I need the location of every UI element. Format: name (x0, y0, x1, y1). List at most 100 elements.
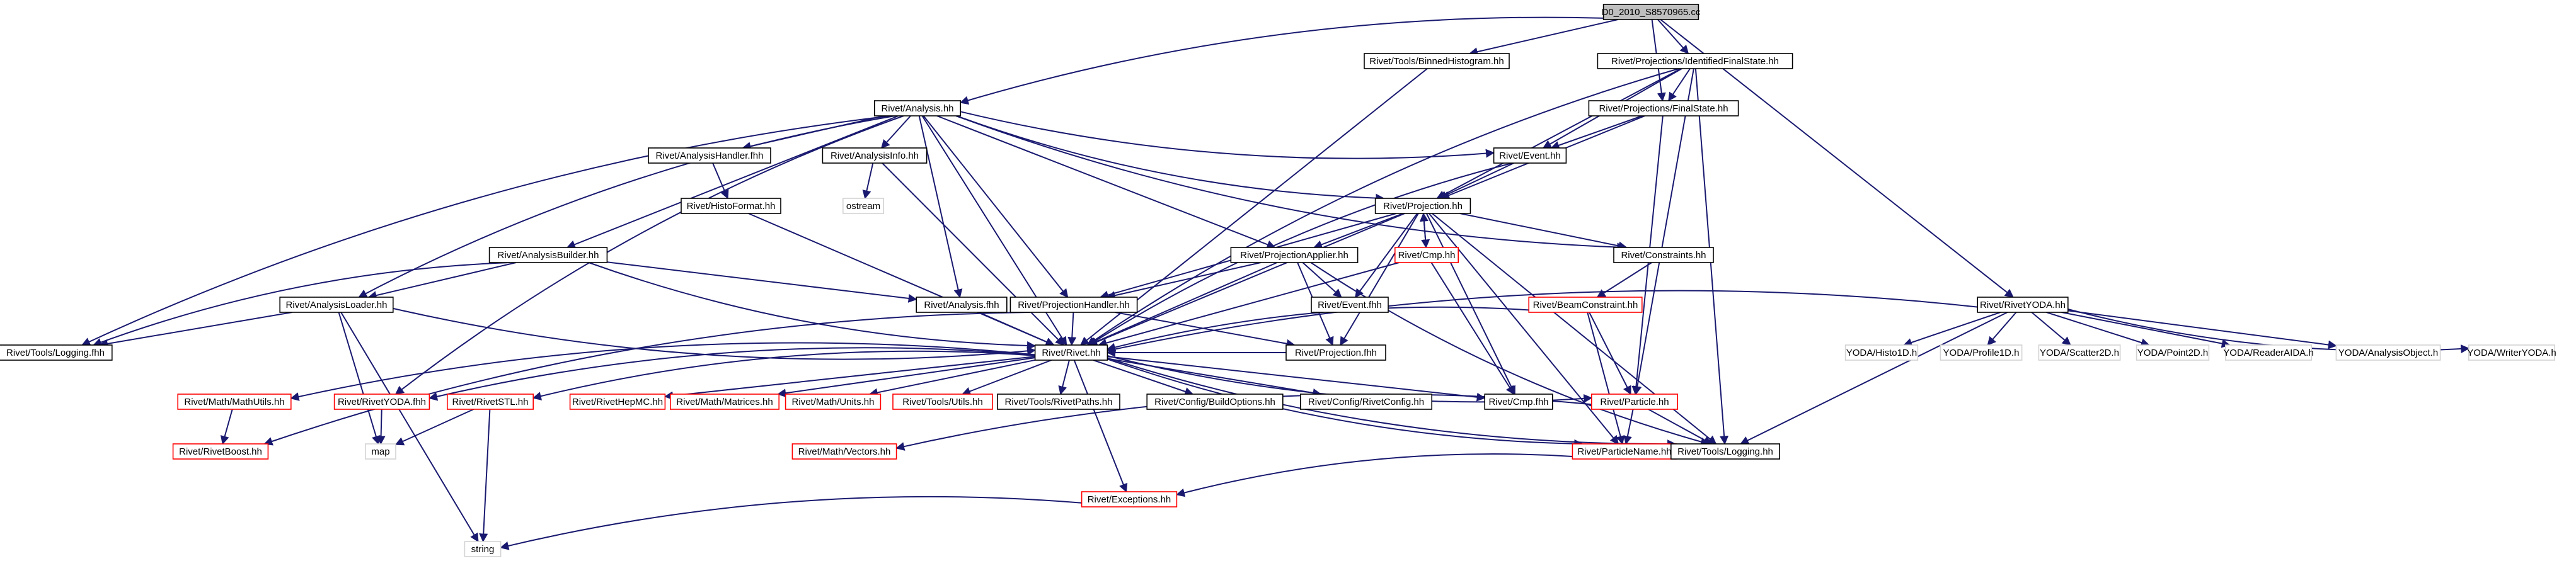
node-constraints[interactable]: Rivet/Constraints.hh (1613, 247, 1714, 263)
node-label: Rivet/RivetSTL.hh (452, 397, 529, 407)
edge-projection-to-projapplier (1313, 213, 1403, 249)
node-logging[interactable]: Rivet/Tools/Logging.hh (1670, 443, 1781, 460)
node-box (997, 394, 1120, 410)
node-label: map (371, 446, 389, 457)
edge-mathutils-to-rivetboost (220, 409, 233, 445)
node-box (1394, 247, 1459, 263)
node-box (1311, 297, 1389, 313)
edge-analysis-to-analysisloader (358, 115, 895, 298)
node-event_fhh[interactable]: Rivet/Event.fhh (1311, 297, 1389, 313)
edge-rivet-to-buildoptions (1093, 360, 1194, 396)
node-box (279, 297, 394, 313)
node-histoformat[interactable]: Rivet/HistoFormat.hh (681, 198, 781, 214)
node-analysisloader[interactable]: Rivet/AnalysisLoader.hh (279, 297, 394, 313)
node-label: Rivet/Math/MathUtils.hh (184, 397, 284, 407)
node-label: Rivet/Config/RivetConfig.hh (1308, 397, 1424, 407)
node-binnedhisto[interactable]: Rivet/Tools/BinnedHistogram.hh (1364, 53, 1510, 69)
node-finalstate[interactable]: Rivet/Projections/FinalState.hh (1588, 100, 1739, 116)
node-label: D0_2010_S8570965.cc (1602, 7, 1701, 18)
node-histo1d: YODA/Histo1D.h (1844, 344, 1919, 361)
node-box (365, 443, 396, 460)
node-projection_fhh[interactable]: Rivet/Projection.fhh (1285, 344, 1386, 361)
edge-event-to-rivet (1088, 162, 1513, 346)
edge-rivet-to-mathutils (290, 342, 1035, 401)
node-analysishandler_fhh[interactable]: Rivet/AnalysisHandler.fhh (648, 147, 771, 164)
node-rivetyoda_fhh[interactable]: Rivet/RivetYODA.fhh (333, 394, 430, 410)
edge-finalstate-to-event (1550, 115, 1643, 150)
node-rivetboost[interactable]: Rivet/RivetBoost.hh (172, 443, 269, 460)
node-box (1034, 344, 1108, 361)
node-analysisinfo[interactable]: Rivet/AnalysisInfo.hh (822, 147, 928, 164)
node-units[interactable]: Rivet/Math/Units.hh (785, 394, 882, 410)
edge-root-to-idfs (1657, 19, 1689, 55)
edge-rivetyoda_right-to-analysisobject (2067, 310, 2337, 349)
node-label: Rivet/Math/Matrices.hh (676, 397, 773, 407)
node-label: Rivet/ProjectionApplier.hh (1240, 250, 1348, 261)
node-label: YODA/ReaderAIDA.h (2223, 348, 2313, 358)
node-event[interactable]: Rivet/Event.hh (1493, 147, 1567, 164)
node-vectors[interactable]: Rivet/Math/Vectors.hh (791, 443, 897, 460)
node-label: Rivet/Config/BuildOptions.hh (1154, 397, 1275, 407)
node-label: Rivet/AnalysisLoader.hh (286, 300, 388, 310)
node-projection[interactable]: Rivet/Projection.hh (1374, 198, 1471, 214)
edge-rivet-to-rivetstl (532, 350, 1035, 400)
node-box (1484, 394, 1553, 410)
node-particlename[interactable]: Rivet/ParticleName.hh (1572, 443, 1677, 460)
node-label: ostream (846, 201, 880, 212)
edge-beamconstraint-to-particle (1589, 312, 1631, 395)
edge-analysisinfo-to-ostream (862, 162, 874, 200)
edge-projection-to-event_fhh (1355, 213, 1418, 298)
node-label: Rivet/Math/Units.hh (792, 397, 875, 407)
edge-rivet-to-cmp_fhh (1107, 356, 1486, 402)
node-mathutils[interactable]: Rivet/Math/MathUtils.hh (177, 394, 292, 410)
node-rivetstl[interactable]: Rivet/RivetSTL.hh (446, 394, 534, 410)
node-box (916, 297, 1008, 313)
edge-rivetstl-to-map (394, 409, 474, 446)
node-rivetyoda_right[interactable]: Rivet/RivetYODA.hh (1977, 297, 2069, 313)
node-beamconstraint[interactable]: Rivet/BeamConstraint.hh (1528, 297, 1643, 313)
node-box (2225, 344, 2313, 361)
node-root[interactable]: D0_2010_S8570965.cc (1602, 4, 1701, 20)
node-toolsutils[interactable]: Rivet/Tools/Utils.hh (892, 394, 993, 410)
node-exceptions[interactable]: Rivet/Exceptions.hh (1081, 491, 1178, 507)
node-box (333, 394, 430, 410)
node-label: Rivet/Particle.hh (1600, 397, 1669, 407)
node-cmp[interactable]: Rivet/Cmp.hh (1394, 247, 1459, 263)
node-idfs[interactable]: Rivet/Projections/IdentifiedFinalState.h… (1597, 53, 1793, 69)
node-box (446, 394, 534, 410)
node-analysisbuilder[interactable]: Rivet/AnalysisBuilder.hh (488, 247, 608, 263)
node-rivet[interactable]: Rivet/Rivet.hh (1034, 344, 1108, 361)
node-box (1670, 443, 1781, 460)
edge-analysis-to-rivet (921, 115, 1067, 346)
node-analysis[interactable]: Rivet/Analysis.hh (874, 100, 962, 116)
node-rivetpaths[interactable]: Rivet/Tools/RivetPaths.hh (997, 394, 1120, 410)
node-box (874, 100, 962, 116)
edge-rivetyoda_right-to-rivet (1107, 290, 1978, 354)
edge-analysisloader-to-logging_fhh (99, 312, 292, 348)
edge-analysis-to-rivetyoda_fhh (394, 115, 904, 395)
edge-rivet-to-units (868, 359, 1035, 397)
node-logging_fhh[interactable]: Rivet/Tools/Logging.fhh (0, 344, 113, 361)
node-label: Rivet/Projection.fhh (1295, 348, 1377, 358)
node-projapplier[interactable]: Rivet/ProjectionApplier.hh (1230, 247, 1359, 263)
node-rivetconfig[interactable]: Rivet/Config/RivetConfig.hh (1300, 394, 1433, 410)
node-box (569, 394, 666, 410)
node-label: Rivet/Tools/BinnedHistogram.hh (1369, 56, 1504, 67)
node-projhandler[interactable]: Rivet/ProjectionHandler.hh (1009, 297, 1138, 313)
node-matrices[interactable]: Rivet/Math/Matrices.hh (670, 394, 780, 410)
node-analysis_fhh[interactable]: Rivet/Analysis.fhh (916, 297, 1008, 313)
node-particle[interactable]: Rivet/Particle.hh (1591, 394, 1679, 410)
node-box (464, 541, 502, 557)
edge-projapplier-to-projhandler (1106, 262, 1262, 300)
edge-projapplier-to-event_fhh (1302, 262, 1342, 298)
edge-projapplier-to-logging (1310, 262, 1710, 446)
edge-analysisbuilder-to-rivet (588, 262, 1036, 350)
node-box (1602, 4, 1699, 20)
node-box (1597, 53, 1793, 69)
node-rivethepmc[interactable]: Rivet/RivetHepMC.hh (569, 394, 666, 410)
edge-analysis-to-constraints (955, 115, 1626, 252)
node-scatter2d: YODA/Scatter2D.h (2038, 344, 2121, 361)
edge-analysis-to-analysis_fhh (918, 115, 963, 298)
node-cmp_fhh[interactable]: Rivet/Cmp.fhh (1484, 394, 1553, 410)
node-buildoptions[interactable]: Rivet/Config/BuildOptions.hh (1146, 394, 1284, 410)
